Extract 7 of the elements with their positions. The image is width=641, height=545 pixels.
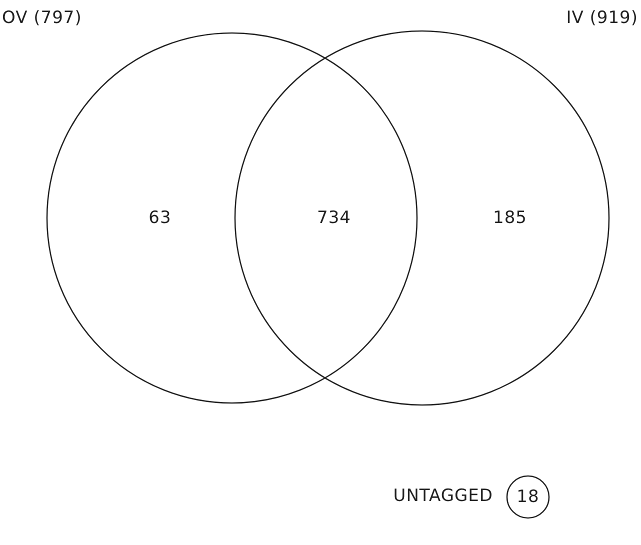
region-count: 185: [493, 208, 527, 228]
count: 18: [516, 487, 540, 507]
set-label: IV (919): [566, 8, 638, 28]
region-count: 734: [317, 208, 351, 228]
set-label: OV (797): [2, 8, 82, 28]
category-label: UNTAGGED: [393, 486, 493, 506]
region-count: 63: [148, 208, 172, 228]
